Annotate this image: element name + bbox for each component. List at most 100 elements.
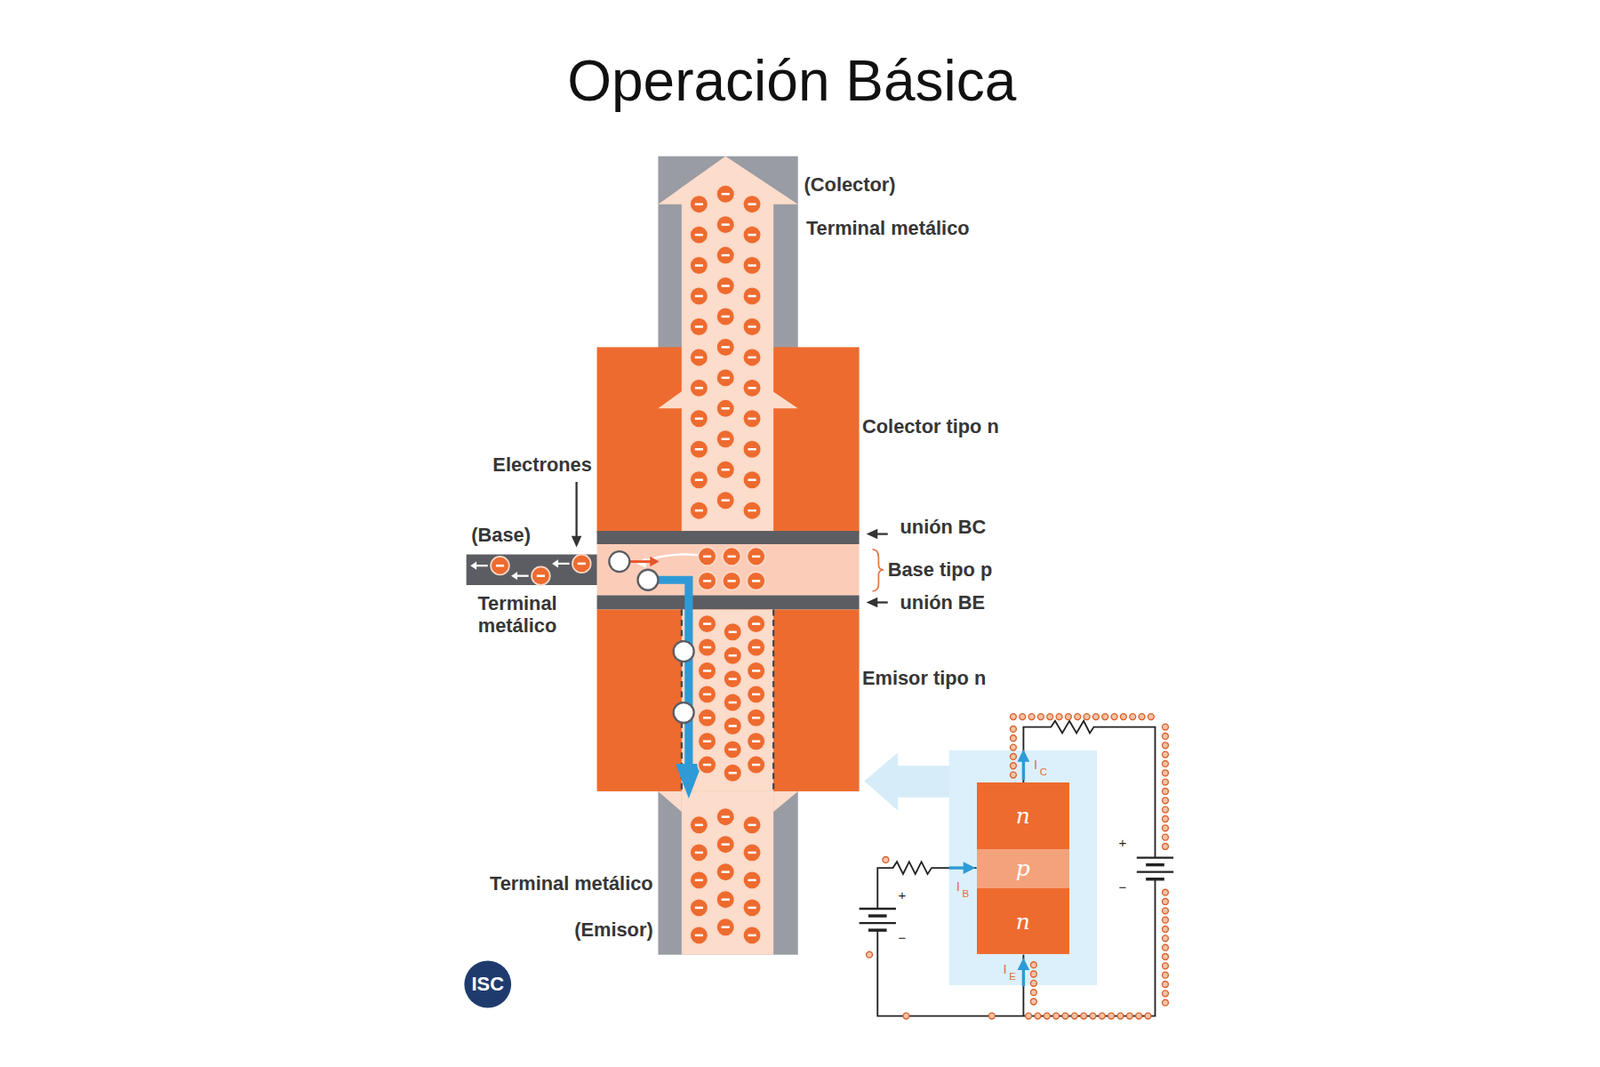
region-letter: p	[1016, 855, 1031, 881]
electron-sign	[747, 325, 756, 328]
electron	[689, 843, 709, 863]
hole	[608, 551, 630, 572]
electron	[716, 399, 736, 418]
electron-body	[743, 871, 762, 890]
electron	[746, 638, 766, 657]
electron-dot	[1162, 907, 1169, 914]
circuit-wire	[877, 720, 1155, 1016]
electron-body	[697, 755, 717, 775]
electron-dot	[1030, 970, 1037, 977]
electron	[697, 755, 717, 775]
semiconductor-block: n	[976, 888, 1070, 955]
electron-dot	[1062, 1012, 1069, 1019]
electron-sign	[752, 763, 760, 767]
region-label: Emisor tipo n	[862, 667, 986, 690]
electron-sign	[727, 579, 736, 583]
flow-arrow	[629, 560, 651, 563]
electron-sign	[752, 622, 760, 625]
electron	[743, 871, 762, 890]
region-label: Base tipo p	[888, 558, 992, 581]
base-region	[597, 544, 860, 595]
electron-body	[743, 317, 762, 336]
electron	[689, 898, 709, 918]
inset-frame	[949, 750, 1097, 985]
electron-body	[723, 763, 743, 783]
battery-symbol	[1136, 857, 1174, 880]
electron-body	[697, 731, 717, 751]
dashed-line	[772, 609, 775, 792]
electron-sign	[747, 824, 756, 827]
electron-sign	[695, 233, 704, 237]
electron-body	[743, 898, 762, 918]
electron	[743, 378, 762, 398]
electron-dot	[1117, 1012, 1124, 1019]
electron-body	[689, 225, 709, 245]
electron	[746, 547, 766, 567]
electron-dot	[1009, 771, 1016, 778]
electron-body	[716, 429, 736, 448]
electron-dot	[1034, 1012, 1041, 1019]
electron-sign	[721, 842, 730, 846]
electron-body	[716, 889, 736, 909]
electron-dot	[1162, 788, 1169, 795]
electron-sign	[695, 264, 704, 267]
terminal-label: (Colector)	[804, 173, 896, 196]
electron-dot	[1138, 713, 1145, 720]
electron	[716, 460, 736, 480]
electron	[697, 638, 717, 657]
electron	[743, 501, 762, 520]
electron-sign	[577, 562, 586, 566]
pointer-arrow	[864, 752, 952, 810]
electron-body	[689, 440, 709, 459]
electron-dot	[903, 1012, 910, 1019]
electron-body	[723, 716, 743, 736]
electron-body	[689, 926, 709, 945]
electron-sign	[752, 555, 760, 559]
electron	[723, 669, 743, 688]
electron-sign	[703, 739, 712, 743]
electron-dot	[1009, 725, 1016, 732]
electron-sign	[728, 654, 737, 657]
electron-sign	[695, 325, 704, 328]
electron-body	[743, 256, 762, 275]
electron-dot	[1162, 971, 1169, 978]
arrow-head	[866, 597, 879, 608]
part-label: Terminal metálico	[806, 217, 970, 240]
electron	[743, 256, 762, 275]
electron-dot	[1162, 843, 1169, 850]
electron-dot	[882, 856, 889, 863]
logo-text: ISC	[472, 972, 504, 995]
arrow-head	[649, 556, 659, 567]
electron-body	[743, 408, 762, 428]
electron	[697, 708, 717, 728]
electron-dot	[1162, 824, 1169, 832]
part-label: Terminal metálico	[453, 592, 581, 637]
electron	[722, 571, 742, 591]
electron-body	[746, 685, 766, 704]
page-title: Operación Básica	[567, 48, 1016, 115]
collector-region	[597, 346, 860, 533]
electron-dot	[1056, 713, 1063, 720]
electron-body	[689, 348, 709, 368]
electron-sign	[721, 315, 730, 319]
electron-sign	[752, 646, 760, 649]
electron-sign	[747, 233, 756, 237]
electron-body	[746, 708, 766, 728]
electron	[716, 834, 736, 854]
electron	[697, 614, 717, 633]
electron-dot	[1162, 953, 1169, 960]
electron-body	[746, 731, 766, 751]
electron-sign	[747, 417, 756, 421]
electron-sign	[747, 934, 756, 937]
electron-sign	[747, 509, 756, 512]
electron-body	[697, 661, 717, 680]
electron	[723, 693, 743, 712]
electron-sign	[747, 478, 756, 481]
electron	[689, 408, 709, 428]
electron	[531, 566, 551, 585]
terminal-label: (Base)	[471, 523, 531, 546]
electron-dot	[1162, 888, 1169, 896]
electron-sign	[728, 748, 737, 752]
electron	[689, 287, 709, 306]
electron-body	[697, 685, 717, 704]
